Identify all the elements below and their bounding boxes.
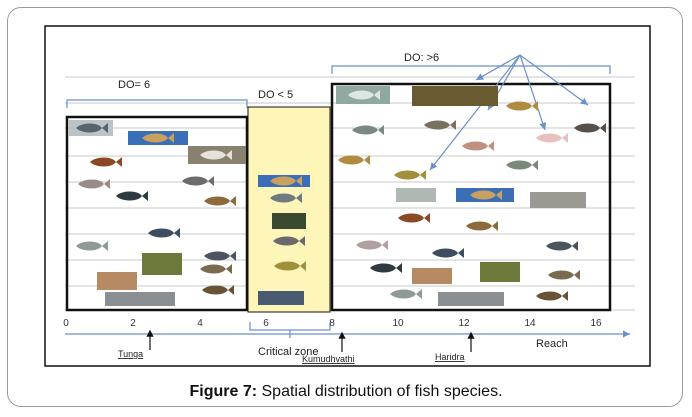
site-label-kumudhvathi: Kumudhvathi bbox=[302, 354, 355, 364]
fish-group-critical bbox=[258, 175, 310, 305]
fish-photo bbox=[272, 213, 306, 229]
left-zone-label: DO= 6 bbox=[118, 79, 150, 91]
caption-label: Figure 7: bbox=[189, 383, 258, 400]
tick-label: 14 bbox=[524, 318, 536, 329]
tick-label: 2 bbox=[130, 318, 136, 329]
caption-text: Spatial distribution of fish species. bbox=[257, 383, 503, 400]
right-zone-bracket bbox=[331, 65, 611, 74]
fish-photo bbox=[105, 292, 175, 306]
right-zone-box bbox=[330, 82, 612, 312]
axis-ticks: 0 2 4 6 8 10 12 14 16 bbox=[63, 318, 602, 329]
tick-label: 12 bbox=[458, 318, 470, 329]
site-markers bbox=[146, 329, 475, 352]
middle-zone-label: DO < 5 bbox=[258, 89, 293, 101]
tick-label: 8 bbox=[329, 318, 335, 329]
fish-photo bbox=[258, 291, 304, 305]
tick-label: 10 bbox=[392, 318, 404, 329]
fish-group-right bbox=[336, 86, 606, 306]
fish-photo bbox=[530, 192, 586, 208]
left-zone-bracket bbox=[66, 99, 248, 108]
left-zone-box bbox=[65, 115, 249, 312]
critical-zone-label: Critical zone bbox=[258, 346, 319, 358]
critical-zone-box bbox=[247, 106, 331, 313]
fish-photo bbox=[480, 262, 520, 282]
fish-photo bbox=[438, 292, 504, 306]
fish-photo bbox=[412, 86, 498, 106]
site-label-haridra: Haridra bbox=[435, 352, 465, 362]
tick-label: 0 bbox=[63, 318, 69, 329]
fish-photo bbox=[412, 268, 452, 284]
fish-group-left bbox=[69, 120, 246, 306]
site-label-tunga: Tunga bbox=[118, 349, 143, 359]
fish-photo bbox=[396, 188, 436, 202]
right-zone-label: DO: >6 bbox=[404, 52, 439, 64]
fish-photo bbox=[142, 253, 182, 275]
axis-label: Reach bbox=[536, 338, 568, 350]
figure-caption: Figure 7: Spatial distribution of fish s… bbox=[0, 383, 692, 401]
tick-label: 6 bbox=[263, 318, 269, 329]
tick-label: 4 bbox=[197, 318, 203, 329]
tick-label: 16 bbox=[590, 318, 602, 329]
fish-photo bbox=[97, 272, 137, 290]
